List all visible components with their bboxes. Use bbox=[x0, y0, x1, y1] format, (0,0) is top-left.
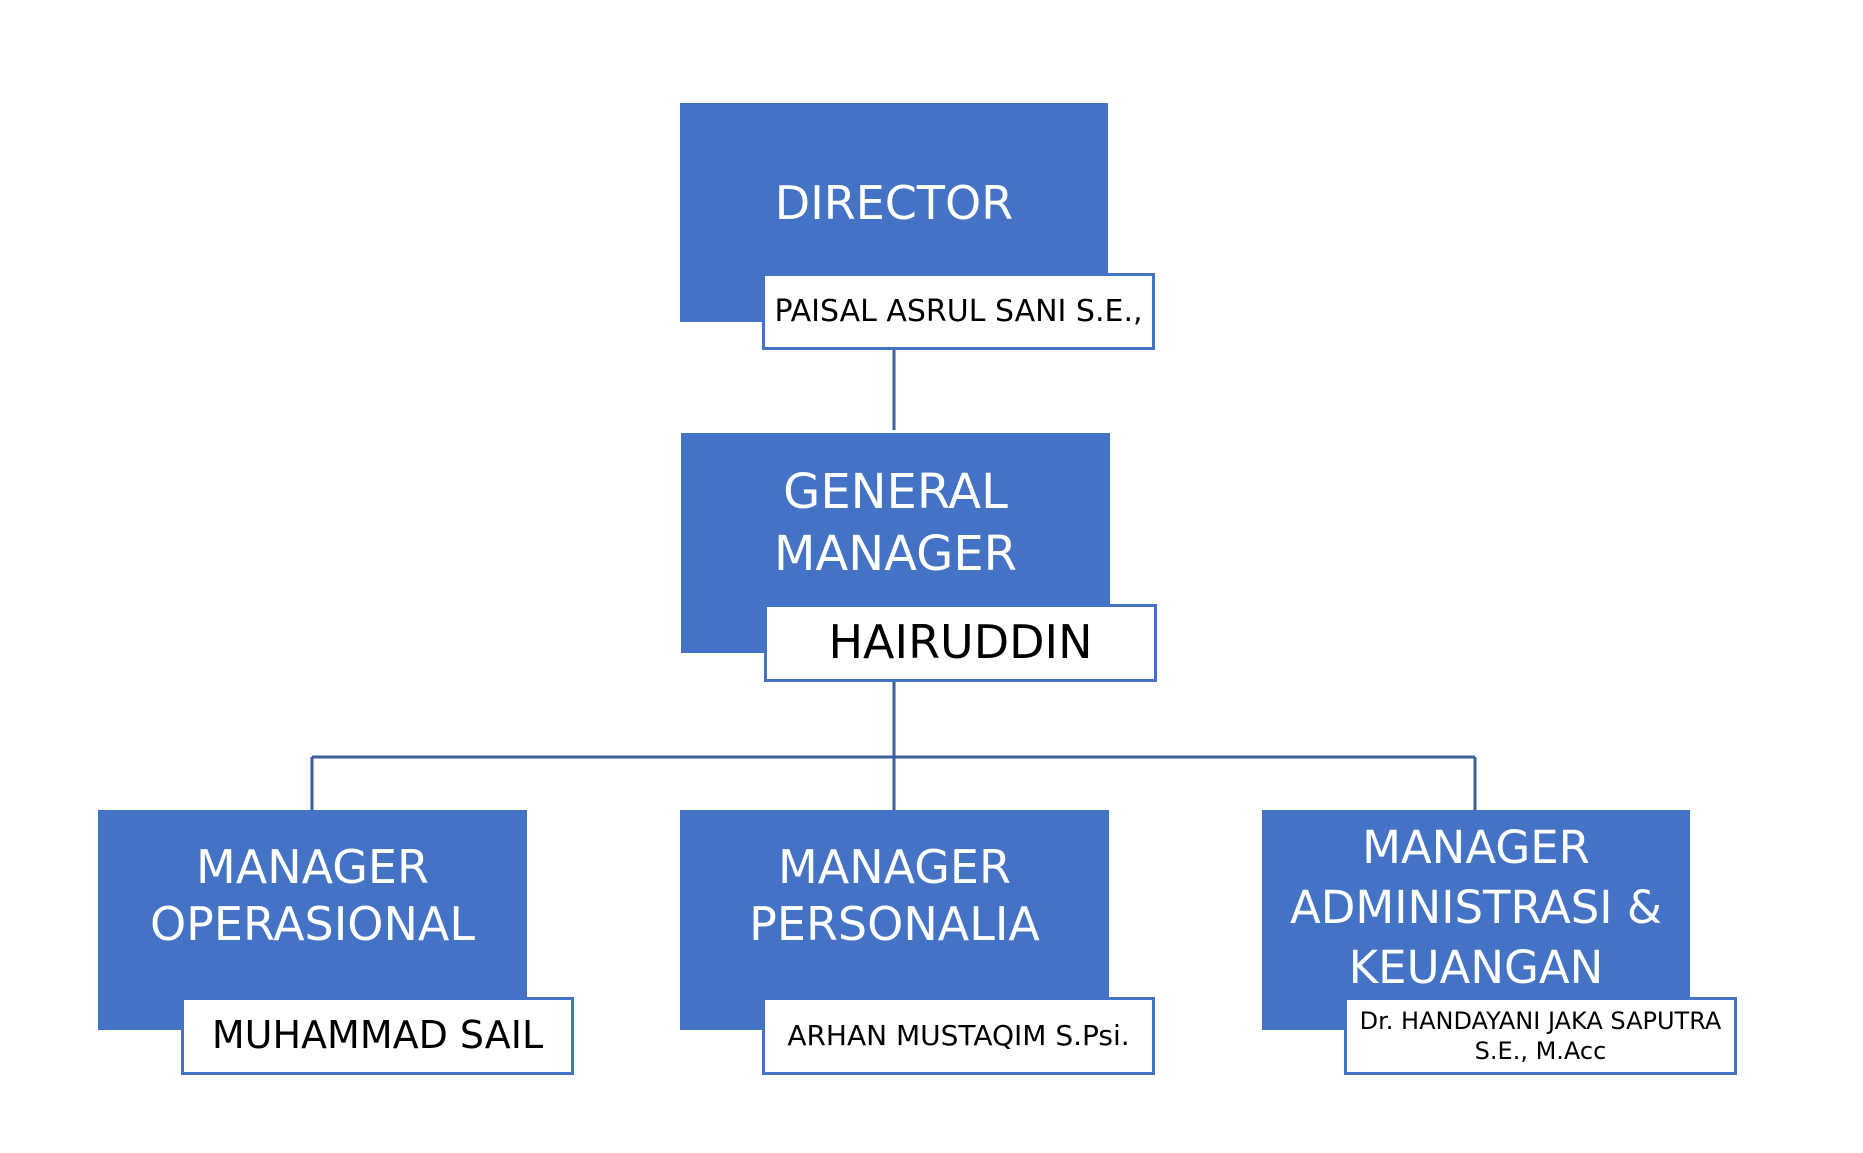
director-name: PAISAL ASRUL SANI S.E., bbox=[774, 293, 1143, 329]
manager-personalia-box: MANAGER PERSONALIA bbox=[680, 810, 1109, 1030]
director-name-box: PAISAL ASRUL SANI S.E., bbox=[762, 273, 1155, 350]
manager-operasional-box: MANAGER OPERASIONAL bbox=[98, 810, 527, 1030]
manager-personalia-name: ARHAN MUSTAQIM S.Psi. bbox=[787, 1019, 1130, 1053]
general-manager-name: HAIRUDDIN bbox=[828, 615, 1093, 670]
manager-operasional-name-box: MUHAMMAD SAIL bbox=[181, 997, 574, 1075]
manager-administrasi-keuangan-role-label: MANAGER ADMINISTRASI & KEUANGAN bbox=[1290, 821, 1662, 994]
manager-operasional-role-label: MANAGER OPERASIONAL bbox=[149, 839, 476, 952]
manager-personalia-name-box: ARHAN MUSTAQIM S.Psi. bbox=[762, 997, 1155, 1075]
general-manager-role-label: GENERAL MANAGER bbox=[773, 464, 1018, 583]
director-role-label: DIRECTOR bbox=[774, 175, 1014, 230]
manager-administrasi-keuangan-box: MANAGER ADMINISTRASI & KEUANGAN bbox=[1262, 810, 1690, 1030]
manager-operasional-name: MUHAMMAD SAIL bbox=[211, 1013, 544, 1058]
manager-administrasi-keuangan-name: Dr. HANDAYANI JAKA SAPUTRA S.E., M.Acc bbox=[1359, 1007, 1722, 1065]
manager-administrasi-keuangan-name-box: Dr. HANDAYANI JAKA SAPUTRA S.E., M.Acc bbox=[1344, 997, 1737, 1075]
general-manager-name-box: HAIRUDDIN bbox=[764, 604, 1157, 682]
manager-personalia-role-label: MANAGER PERSONALIA bbox=[749, 839, 1040, 952]
